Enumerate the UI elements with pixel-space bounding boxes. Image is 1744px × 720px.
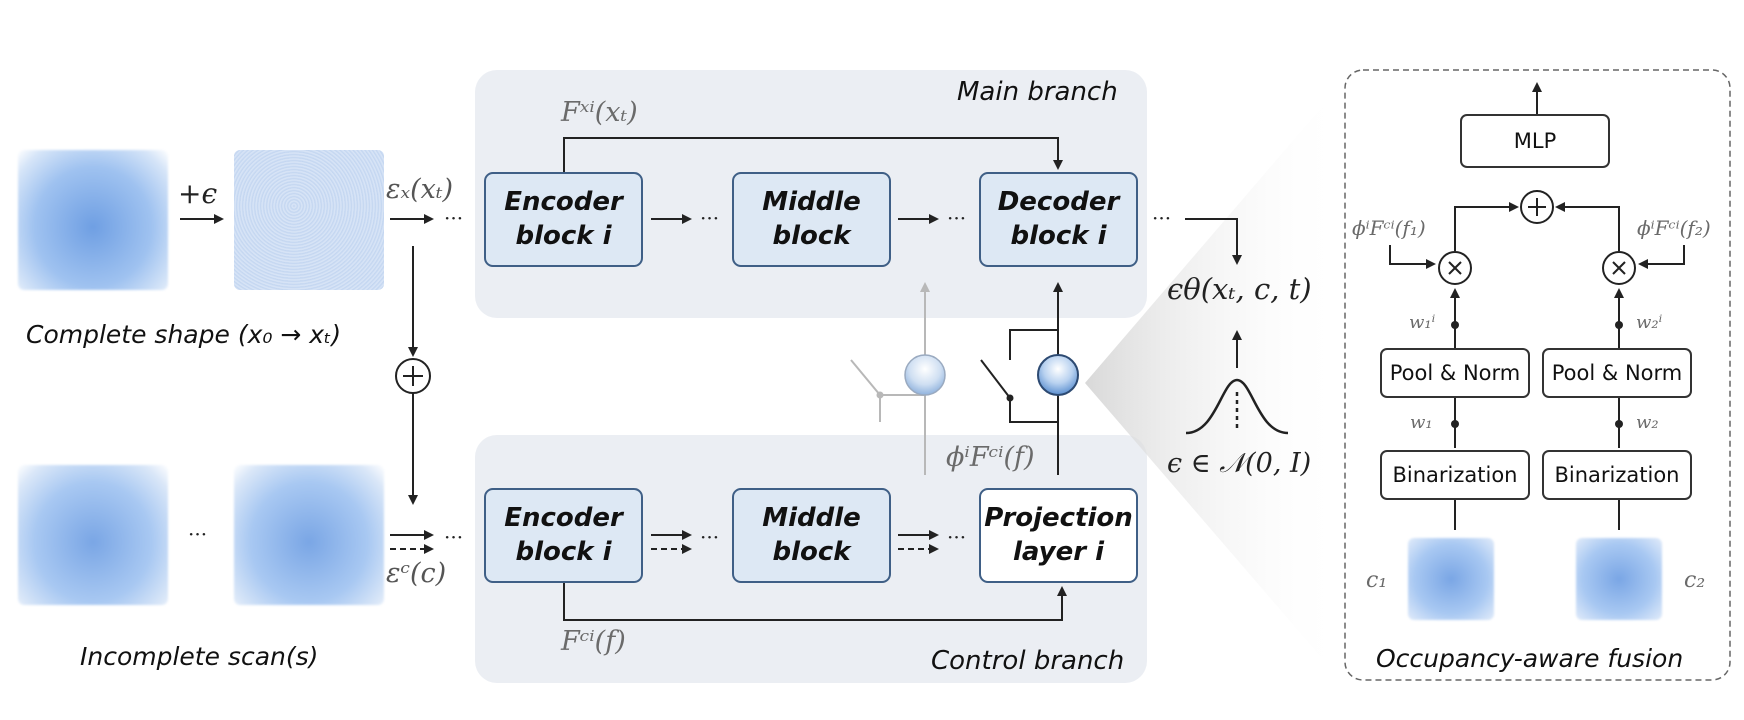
weight-1i-label: w₁ⁱ	[1409, 312, 1436, 333]
control-encoder-line2: block i	[515, 536, 612, 567]
control-ellipsis-1: ···	[444, 525, 464, 549]
condition-2-image	[1576, 538, 1662, 620]
control-middle-line1: Middle	[762, 502, 861, 533]
incomplete-scans-label: Incomplete scan(s)	[80, 642, 319, 671]
zoom-fan	[1085, 80, 1345, 685]
main-skip-label: Fˣⁱ(xₜ)	[561, 97, 638, 128]
binarization-box-1: Binarization	[1380, 450, 1530, 500]
main-encoder-block: Encoder block i	[484, 172, 643, 267]
noise-label: +ϵ	[178, 177, 218, 210]
weight-2i-label: w₂ⁱ	[1636, 312, 1663, 333]
control-branch-title: Control branch	[931, 646, 1125, 676]
encoder-x-label: εₓ(xₜ)	[386, 174, 454, 205]
encoder-c-label: εᶜ(c)	[386, 558, 447, 589]
main-decoder-block: Decoder block i	[979, 172, 1138, 267]
noise-dist-label: ϵ ∈ 𝒩(0, I)	[1167, 448, 1312, 479]
weight-2-label: w₂	[1636, 412, 1659, 433]
main-ellipsis-3: ···	[947, 206, 967, 230]
projection-line2: layer i	[1012, 536, 1105, 567]
control-middle-line2: block	[772, 536, 851, 567]
projection-line1: Projection	[984, 502, 1133, 533]
pool-norm-label-2: Pool & Norm	[1551, 361, 1683, 385]
fusion-feature-1-label: ϕⁱFᶜⁱ(f₁)	[1352, 216, 1426, 240]
weight-1-label: w₁	[1410, 412, 1433, 433]
fusion-title: Occupancy-aware fusion	[1376, 644, 1684, 673]
main-decoder-line1: Decoder	[997, 186, 1120, 217]
cond-1-label: c₁	[1366, 568, 1388, 593]
pool-norm-box-2: Pool & Norm	[1542, 348, 1692, 398]
control-skip-label: Fᶜⁱ(f)	[561, 626, 626, 657]
condition-1-image	[1408, 538, 1494, 620]
mlp-label: MLP	[1513, 129, 1557, 153]
projection-layer-block: Projection layer i	[979, 488, 1138, 583]
complete-shape-label: Complete shape (x₀ → xₜ)	[26, 320, 342, 349]
main-decoder-line2: block i	[1010, 220, 1107, 251]
main-middle-line2: block	[772, 220, 851, 251]
prediction-label: ϵθ(xₜ, c, t)	[1167, 272, 1312, 306]
control-ellipsis-2: ···	[700, 525, 720, 549]
cond-2-label: c₂	[1684, 568, 1706, 593]
gaussian-curve	[1185, 378, 1289, 435]
noisy-shape-image	[234, 150, 384, 290]
fusion-panel	[1344, 69, 1731, 681]
main-ellipsis-1: ···	[444, 206, 464, 230]
binarization-box-2: Binarization	[1542, 450, 1692, 500]
main-middle-block: Middle block	[732, 172, 891, 267]
control-ellipsis-3: ···	[947, 525, 967, 549]
incomplete-scan-image-2	[234, 465, 384, 605]
control-encoder-block: Encoder block i	[484, 488, 643, 583]
main-encoder-line2: block i	[515, 220, 612, 251]
binarization-label-2: Binarization	[1554, 463, 1680, 487]
main-encoder-line1: Encoder	[504, 186, 623, 217]
complete-shape-image	[18, 150, 168, 290]
projection-output-label: ϕⁱFᶜⁱ(f)	[946, 442, 1035, 473]
control-encoder-line1: Encoder	[504, 502, 623, 533]
main-ellipsis-4: ···	[1152, 206, 1172, 230]
binarization-label-1: Binarization	[1392, 463, 1518, 487]
pool-norm-label-1: Pool & Norm	[1389, 361, 1521, 385]
incomplete-scan-image-1	[18, 465, 168, 605]
main-ellipsis-2: ···	[700, 206, 720, 230]
pool-norm-box-1: Pool & Norm	[1380, 348, 1530, 398]
mlp-box: MLP	[1460, 114, 1610, 168]
scan-ellipsis: ···	[188, 522, 208, 546]
main-middle-line1: Middle	[762, 186, 861, 217]
control-middle-block: Middle block	[732, 488, 891, 583]
main-branch-title: Main branch	[957, 77, 1118, 107]
fusion-feature-2-label: ϕⁱFᶜⁱ(f₂)	[1637, 216, 1711, 240]
